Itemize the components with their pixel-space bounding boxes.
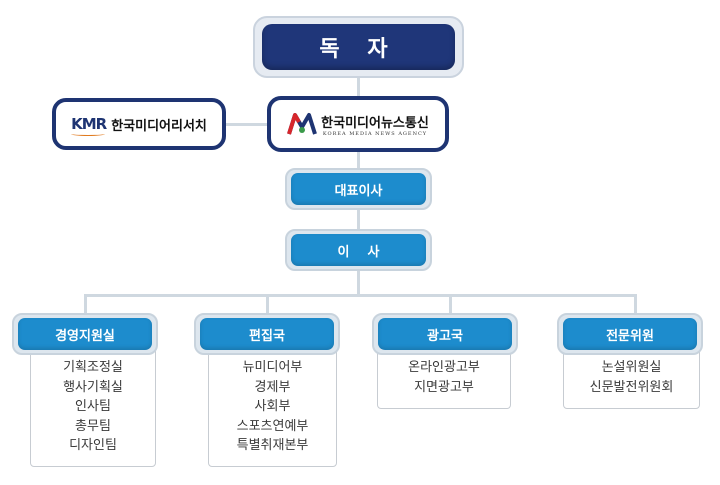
- board-label: 이 사: [337, 244, 380, 260]
- department-title-label: 편집국: [249, 328, 285, 344]
- department-title-label: 전문위원: [606, 328, 654, 344]
- department-item: 사회부: [254, 399, 291, 414]
- connector-drop-2: [266, 294, 269, 318]
- connector-drop-4: [634, 294, 637, 318]
- department-title-label: 경영지원실: [55, 328, 115, 344]
- department-item: 온라인광고부: [408, 360, 480, 375]
- department-item: 행사기획실: [63, 379, 123, 395]
- department-list-box: 뉴미디어부 경제부 사회부 스포츠연예부 특별취재본부: [208, 335, 337, 467]
- department-item: 경제부: [254, 379, 291, 395]
- connector-drop-3: [449, 294, 452, 318]
- department-title: 편집국: [200, 318, 334, 350]
- kmr-name: 한국미디어리서치: [111, 118, 207, 134]
- department-title: 광고국: [378, 318, 512, 350]
- connector-news-ceo: [357, 150, 360, 172]
- department-item: 신문발전위원회: [589, 379, 674, 395]
- m-logo-icon: [287, 113, 318, 135]
- news-subtitle: KOREA MEDIA NEWS AGENCY: [322, 130, 428, 137]
- connector-ceo-board: [357, 208, 360, 232]
- news-name: 한국미디어뉴스통신: [321, 115, 429, 131]
- department-item: 인사팀: [75, 399, 111, 414]
- department-title-label: 광고국: [427, 328, 463, 344]
- board-node: 이 사: [291, 234, 426, 266]
- reader-node: 독 자: [262, 24, 455, 70]
- connector-horizontal-bus: [84, 294, 637, 297]
- connector-kmr-news: [224, 123, 269, 126]
- department-item: 기획조정실: [63, 360, 123, 375]
- ceo-node: 대표이사: [291, 173, 426, 205]
- news-logo-box: 한국미디어뉴스통신 KOREA MEDIA NEWS AGENCY: [267, 96, 449, 152]
- kmr-logo-box: KMR 한국미디어리서치: [52, 98, 226, 150]
- department-item: 스포츠연예부: [236, 418, 309, 434]
- connector-board-bus: [357, 268, 360, 296]
- ceo-label: 대표이사: [334, 183, 383, 199]
- department-item: 뉴미디어부: [242, 360, 303, 375]
- connector-reader-news: [357, 76, 360, 98]
- reader-label: 독 자: [319, 37, 398, 62]
- connector-drop-1: [84, 294, 87, 318]
- department-title: 경영지원실: [18, 318, 152, 350]
- department-item: 총무팀: [75, 418, 111, 434]
- department-item: 논설위원실: [601, 360, 662, 375]
- department-item: 특별취재본부: [236, 438, 309, 453]
- department-title: 전문위원: [563, 318, 697, 350]
- kmr-mark-text: KMR: [71, 115, 107, 133]
- kmr-logo-icon: KMR: [71, 115, 107, 136]
- department-item: 지면광고부: [414, 379, 474, 395]
- department-list-box: 기획조정실 행사기획실 인사팀 총무팀 디자인팀: [30, 335, 156, 467]
- department-item: 디자인팀: [69, 438, 117, 453]
